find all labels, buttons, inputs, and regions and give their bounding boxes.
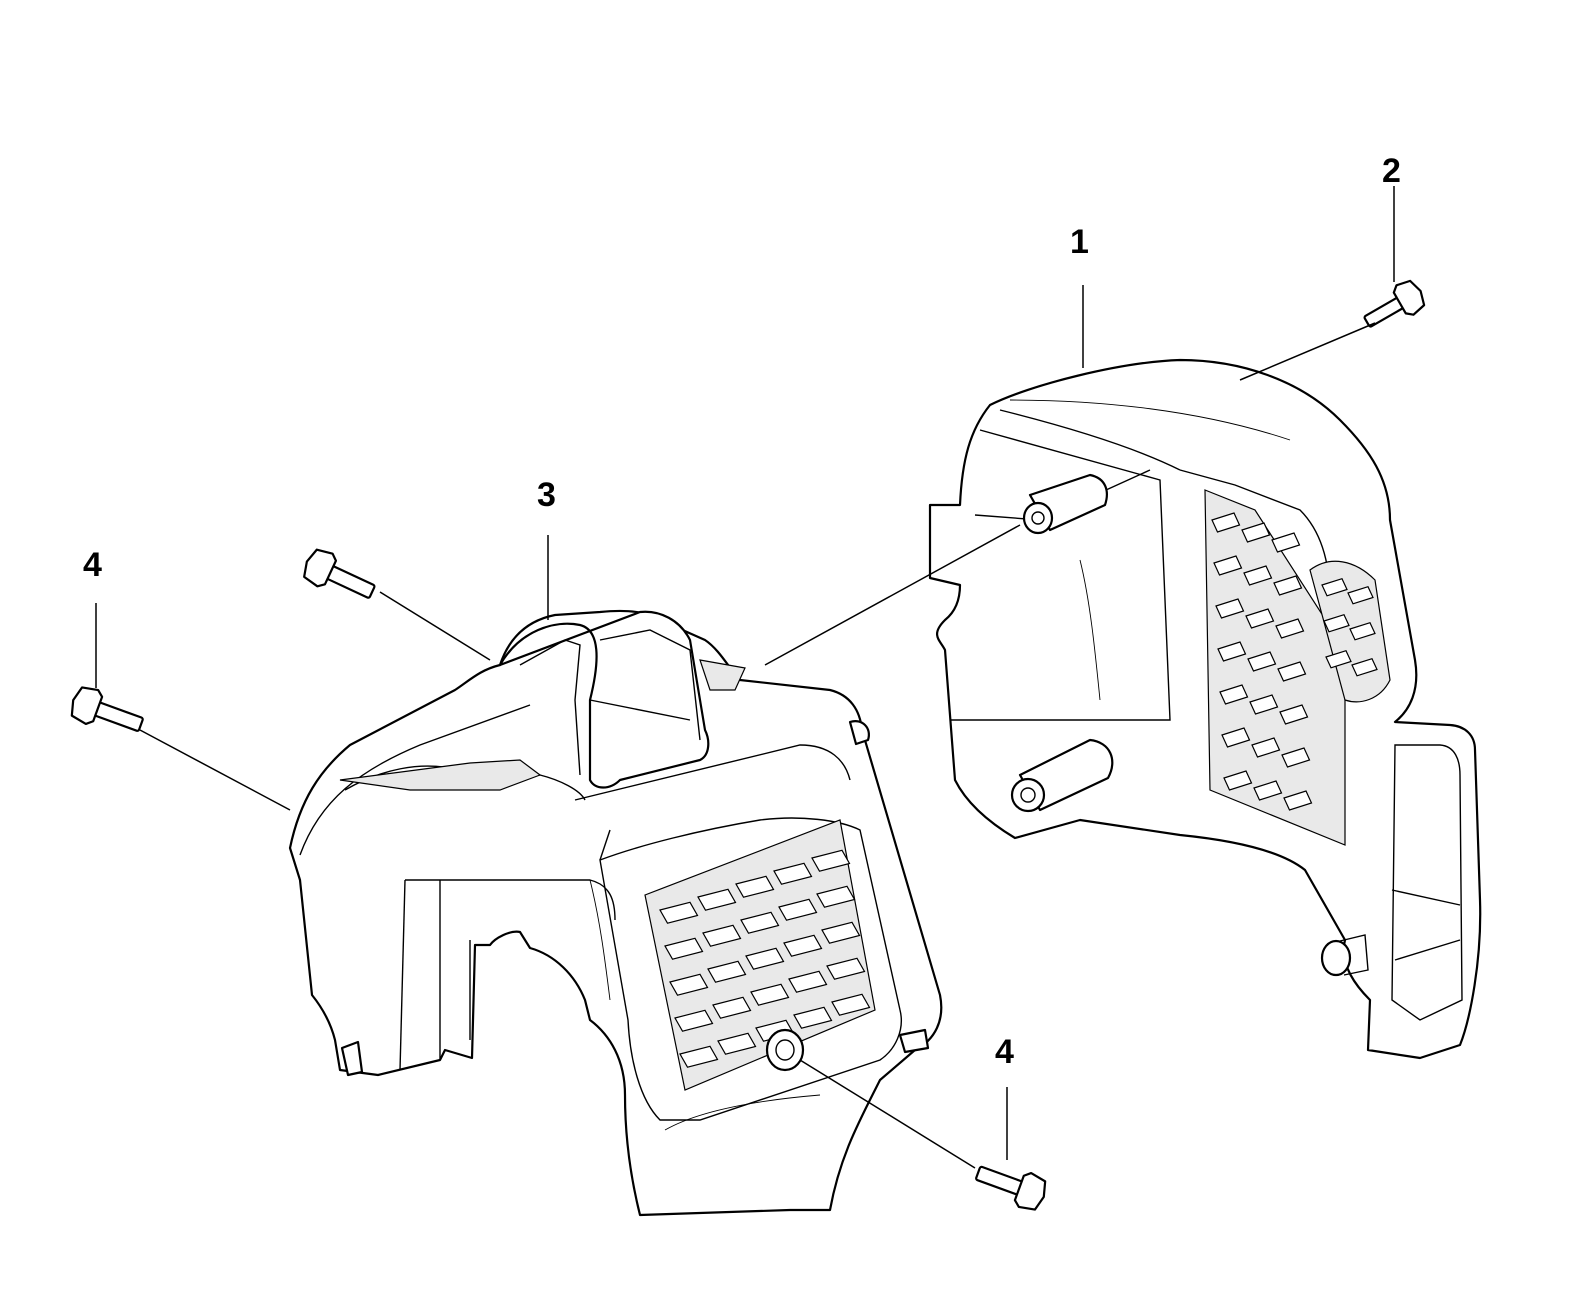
rear-cover — [928, 358, 1482, 1060]
grille-slot — [707, 960, 747, 983]
screw-part-4-bottom — [975, 1165, 1047, 1211]
grille-slot — [1325, 649, 1352, 669]
rear-cover-vent — [1309, 560, 1391, 703]
front-cover-grille — [644, 819, 876, 1091]
grille-slot — [735, 875, 775, 898]
grille-slot — [717, 1032, 757, 1055]
grille-slot — [1219, 684, 1249, 705]
grille-slot — [745, 947, 785, 970]
rear-cover-grille — [1204, 489, 1346, 846]
grille-slot — [821, 921, 861, 944]
grille-slot — [1251, 737, 1281, 758]
grille-slot — [1221, 727, 1251, 748]
grille-slot — [1217, 641, 1247, 662]
grille-slot — [1277, 661, 1307, 682]
grille-slot — [669, 973, 709, 996]
grille-slot — [826, 957, 866, 980]
grille-slot — [831, 993, 871, 1016]
grille-slot — [702, 924, 742, 947]
grille-slot — [659, 901, 699, 924]
upper-boss — [1022, 473, 1108, 535]
grille-slot — [1283, 790, 1313, 811]
screw-part-4-left — [70, 686, 144, 732]
callout-4-bottom: 4 — [995, 1033, 1014, 1071]
grille-slot — [811, 849, 851, 872]
callout-2: 2 — [1382, 152, 1401, 190]
grille-slot — [1273, 575, 1303, 596]
grille-slot — [1215, 598, 1245, 619]
callout-3: 3 — [537, 476, 556, 514]
lower-boss — [1010, 738, 1114, 813]
grille-slot — [1321, 577, 1348, 597]
grille-slot — [1275, 618, 1305, 639]
grille-slot — [1245, 608, 1275, 629]
grille-slot — [674, 1009, 714, 1032]
grille-slot — [1279, 704, 1309, 725]
grille-slot — [1247, 651, 1277, 672]
callout-4-left: 4 — [83, 546, 102, 584]
grille-slot — [1253, 780, 1283, 801]
grille-slot — [778, 898, 818, 921]
grille-slot — [816, 885, 856, 908]
grille-slot — [679, 1045, 719, 1068]
screw-upper-left — [303, 548, 376, 599]
grille-slot — [1211, 512, 1241, 533]
screw-part-2 — [1363, 279, 1426, 328]
grille-slot — [712, 996, 752, 1019]
leader-lines — [95, 186, 1395, 1169]
grille-slot — [1281, 747, 1311, 768]
grille-slot — [1349, 621, 1376, 641]
grille-slot — [664, 937, 704, 960]
grille-slot — [1347, 585, 1374, 605]
grille-slot — [750, 983, 790, 1006]
grille-slot — [1271, 532, 1301, 553]
grille-slot — [1223, 770, 1253, 791]
grille-slot — [1213, 555, 1243, 576]
grille-slot — [1241, 522, 1271, 543]
grille-slot — [697, 888, 737, 911]
callout-1: 1 — [1070, 223, 1089, 261]
grille-slot — [783, 934, 823, 957]
grille-slot — [1323, 613, 1350, 633]
front-cover — [288, 609, 943, 1217]
grille-slot — [793, 1006, 833, 1029]
grille-slot — [1249, 694, 1279, 715]
grille-slot — [740, 911, 780, 934]
grille-slot — [1243, 565, 1273, 586]
grille-slot — [788, 970, 828, 993]
grille-slot — [773, 862, 813, 885]
grille-slot — [1351, 657, 1378, 677]
